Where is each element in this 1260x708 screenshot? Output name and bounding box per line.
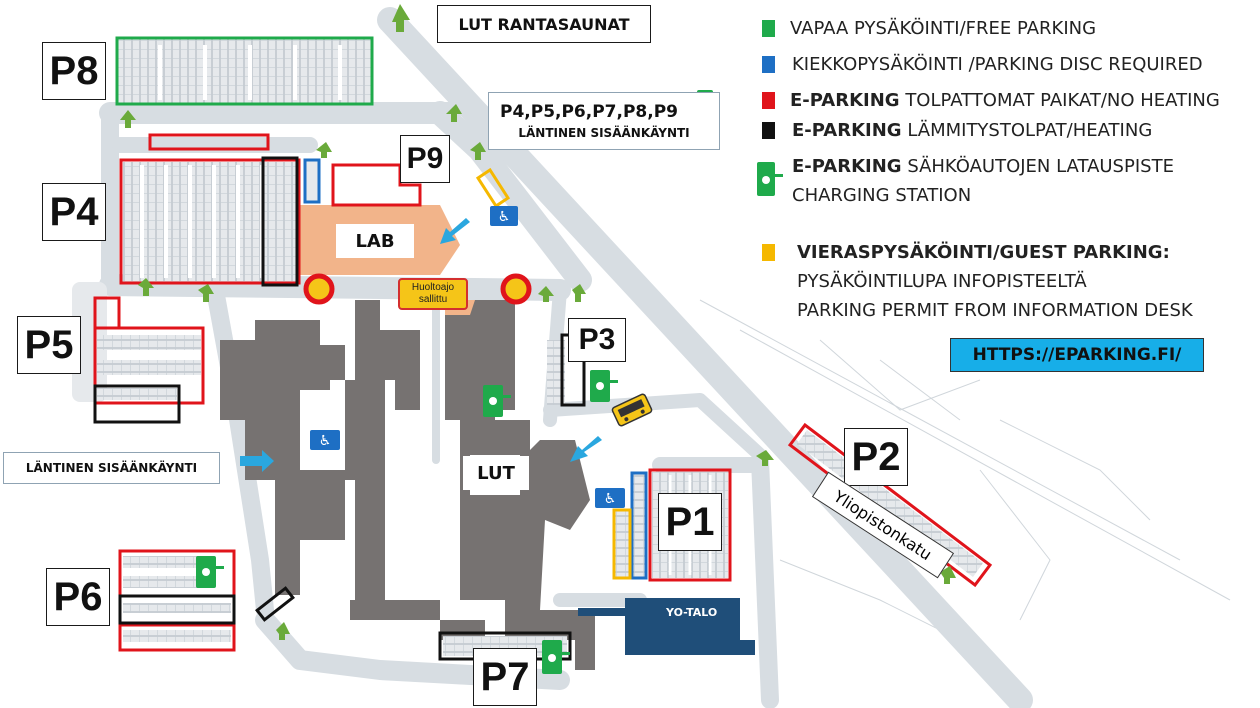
wheelchair-icon: ♿ [310,430,340,450]
direction-arrow-icon [120,4,956,640]
legend-guest: VIERASPYSÄKÖINTI/GUEST PARKING: [797,242,1170,263]
guest-parking-p9 [475,167,511,209]
svg-text:♿: ♿ [604,491,617,507]
legend-disc-parking: KIEKKOPYSÄKÖINTI /PARKING DISC REQUIRED [792,54,1203,75]
svg-text:♿: ♿ [498,209,511,225]
legend-heating-bold: E-PARKING [792,120,902,141]
legend-charging: E-PARKING SÄHKÖAUTOJEN LATAUSPISTE [792,156,1174,177]
legend-no-heating: E-PARKING TOLPATTOMAT PAIKAT/NO HEATING [790,90,1220,111]
eparking-url-link[interactable]: HTTPS://EPARKING.FI/ [950,338,1204,372]
p4-label: P4 [42,183,106,241]
p8-free-parking [115,36,374,106]
legend-guest-line2: PYSÄKÖINTILUPA INFOPISTEELTÄ [797,271,1087,292]
p2-label: P2 [844,428,908,486]
p5-black-heating [93,384,181,424]
legend-swatch-free [762,20,775,37]
p4-black-heating [261,156,299,287]
wheelchair-icon: ♿ [595,488,625,508]
p5-stalls [97,335,201,400]
legend-heating: E-PARKING LÄMMITYSTOLPAT/HEATING [792,120,1152,141]
p1-label: P1 [658,493,722,551]
lut-label: LUT [463,456,529,490]
p1-guest-parking [612,508,632,580]
service-sign-line2: sallittu [418,294,448,305]
west-entrance-top-label: P4,P5,P6,P7,P8,P9 LÄNTINEN SISÄÄNKÄYNTI [488,92,720,150]
wheelchair-icon: ♿ [490,206,518,226]
legend-charging-line2: CHARGING STATION [792,185,972,206]
disc-parking-p4 [303,158,321,204]
west-entrance-top-text: LÄNTINEN SISÄÄNKÄYNTI [518,126,690,140]
west-entrance-top-codes: P4,P5,P6,P7,P8,P9 [499,102,679,122]
legend-charging-text1: SÄHKÖAUTOJEN LATAUSPISTE [901,156,1174,177]
background-streets [699,299,1231,651]
p6-black-heating [118,594,236,625]
yo-talo-building [578,598,755,655]
legend-free-parking: VAPAA PYSÄKÖINTI/FREE PARKING [790,18,1097,39]
p9-label: P9 [400,135,450,183]
legend-no-heating-bold: E-PARKING [790,90,900,111]
p5-label: P5 [17,316,81,374]
yo-talo-label: YO-TALO [666,606,718,619]
p6-small-heating [255,586,295,622]
lut-building [220,300,595,670]
charging-station-icon [196,556,224,588]
charging-station-icon [757,162,783,196]
legend-guest-line3: PARKING PERMIT FROM INFORMATION DESK [797,300,1193,321]
lab-label: LAB [336,224,414,258]
legend-no-heating-text: TOLPATTOMAT PAIKAT/NO HEATING [899,90,1220,111]
rantasaunat-label: LUT RANTASAUNAT [437,5,651,43]
p6-label: P6 [46,568,110,626]
p1-disc-parking [630,471,648,580]
legend-swatch-heating [762,122,775,139]
service-sign-line1: Huoltoajo [411,282,455,293]
no-entry-icon [500,273,532,305]
p8-label: P8 [42,42,106,100]
p7-label: P7 [473,648,537,706]
svg-text:♿: ♿ [319,433,332,449]
entrance-arrow-icon [240,218,602,472]
charging-station-icon [542,640,570,674]
p6-stalls [123,556,231,642]
west-entrance-left-label: LÄNTINEN SISÄÄNKÄYNTI [3,452,220,484]
p2-stalls [797,430,983,577]
legend-swatch-guest [762,244,775,261]
legend-heating-text: LÄMMITYSTOLPAT/HEATING [901,120,1153,141]
p3-label: P3 [568,318,626,362]
charging-station-icon [483,385,511,417]
p4-stalls [123,162,297,281]
legend-charging-bold: E-PARKING [792,156,902,177]
service-traffic-sign: Huoltoajo sallittu [398,278,468,310]
legend-swatch-disc [762,56,775,73]
legend-swatch-no-heating [762,92,775,109]
no-entry-icon [303,273,335,305]
bus-icon [611,393,653,427]
charging-station-icon [590,370,618,402]
